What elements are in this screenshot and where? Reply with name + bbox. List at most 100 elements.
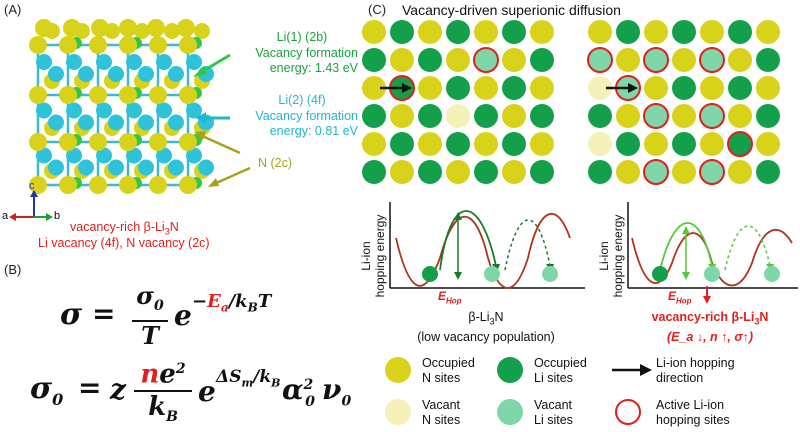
li2-atom bbox=[168, 114, 184, 131]
left-ehop-sub: Hop bbox=[446, 296, 462, 306]
active-vacant-li-site bbox=[473, 47, 499, 73]
legend-arrow-head bbox=[640, 364, 652, 376]
li-site bbox=[362, 160, 386, 184]
left-ehop-label: EHop bbox=[438, 289, 462, 305]
eq2-m: m bbox=[241, 376, 254, 390]
n-site bbox=[756, 132, 780, 156]
right-hop-arrow-solid bbox=[659, 222, 713, 271]
eq1-equals: = bbox=[92, 297, 116, 330]
n-site-label: N (2c) bbox=[258, 156, 293, 170]
n-atom bbox=[119, 86, 137, 104]
right-ehop-label: EHop bbox=[668, 289, 692, 305]
right-occupied-li bbox=[652, 266, 668, 282]
n-atom bbox=[149, 133, 167, 151]
right-caption-n: N bbox=[759, 310, 769, 324]
n-site bbox=[700, 76, 724, 100]
eq2-slashkB: /k bbox=[253, 367, 272, 387]
li2-atom bbox=[96, 147, 112, 164]
li-site bbox=[756, 160, 780, 184]
eq2-sigma0: σ0 bbox=[30, 371, 63, 409]
right-vacant-li-2 bbox=[764, 266, 780, 282]
n-atom bbox=[119, 19, 137, 37]
active-vacant-li-site bbox=[699, 103, 725, 129]
n-site bbox=[502, 48, 526, 72]
n-atom bbox=[59, 86, 77, 104]
right-ehop-e: E bbox=[668, 289, 677, 303]
n-site bbox=[418, 20, 442, 44]
right-ylabel-line1: Li-ion bbox=[597, 241, 611, 271]
li2-atom bbox=[78, 114, 94, 131]
n-site bbox=[362, 132, 386, 156]
panel-c-title: Vacancy-driven superionic diffusion bbox=[402, 2, 621, 18]
li2-atom bbox=[186, 54, 202, 70]
n-site bbox=[362, 20, 386, 44]
left-energy-curve bbox=[395, 212, 571, 289]
vacant-n-site bbox=[588, 76, 612, 100]
li2-atom bbox=[156, 54, 172, 70]
li2-atom bbox=[36, 147, 52, 164]
active-li-site bbox=[727, 131, 753, 157]
li-site bbox=[390, 132, 414, 156]
li-site bbox=[728, 76, 752, 100]
li2-atom bbox=[78, 159, 94, 176]
n-site bbox=[672, 160, 696, 184]
n-atom bbox=[149, 36, 167, 54]
panel-a-label: (A) bbox=[4, 2, 22, 17]
n-atom bbox=[119, 176, 137, 194]
eq1-e: e bbox=[174, 299, 192, 332]
li-site bbox=[616, 132, 640, 156]
hop-arrow-head bbox=[628, 83, 638, 93]
li1-energy-block: Vacancy formation energy: 1.43 eV bbox=[208, 46, 358, 76]
li-site bbox=[588, 160, 612, 184]
legend-vac-n-2: N sites bbox=[422, 413, 461, 427]
li2-atom bbox=[138, 114, 154, 131]
li2-atom bbox=[66, 147, 82, 164]
legend-vacant-li-symbol bbox=[497, 399, 523, 425]
legend-occupied-li-symbol bbox=[497, 357, 523, 383]
crystal-caption-line1: vacancy-rich β-Li3N bbox=[70, 220, 179, 240]
li2-atom bbox=[168, 66, 184, 82]
eq1-B: B bbox=[247, 300, 258, 315]
n-site bbox=[644, 132, 668, 156]
n-site bbox=[700, 132, 724, 156]
active-vacant-li-site bbox=[643, 103, 669, 129]
eq2-exponent: ΔSm/kB bbox=[216, 367, 280, 389]
left-caption-line2: (low vacancy population) bbox=[417, 329, 555, 344]
n-site bbox=[446, 160, 470, 184]
left-vacant-li-1 bbox=[484, 266, 500, 282]
n-atom bbox=[179, 133, 197, 151]
active-vacant-li-site bbox=[643, 159, 669, 185]
li2-atom bbox=[96, 54, 112, 70]
prefactor-equation: σ0 = z ne2 kB e ΔSm/kB α20 ν0 bbox=[30, 355, 351, 425]
n-atom bbox=[59, 36, 77, 54]
n-site bbox=[728, 48, 752, 72]
li-site bbox=[530, 48, 554, 72]
right-caption-sub: 3 bbox=[754, 316, 760, 327]
left-hop-arrow-dashed bbox=[504, 219, 551, 271]
right-caption-line1: vacancy-rich β-Li3N bbox=[630, 310, 790, 330]
legend-arrow-1: Li-ion hopping bbox=[656, 356, 735, 370]
li-site bbox=[446, 76, 470, 100]
eq2-B2: B bbox=[271, 376, 281, 390]
li-site bbox=[418, 48, 442, 72]
li-site bbox=[390, 20, 414, 44]
n-atom bbox=[89, 133, 107, 151]
li2-atom bbox=[78, 66, 94, 82]
n-site bbox=[474, 76, 498, 100]
vacant-n-site bbox=[446, 104, 470, 128]
eq1-sigma: σ bbox=[60, 297, 83, 332]
li1-label-block: Li(1) (2b) bbox=[242, 30, 362, 45]
axis-b-label: b bbox=[54, 210, 61, 222]
eq2-sub0: 0 bbox=[52, 390, 64, 409]
right-caption-text: vacancy-rich β-Li bbox=[651, 310, 755, 324]
eq2-sigma: σ bbox=[30, 371, 53, 406]
li2-atom bbox=[36, 102, 52, 119]
eq2-dS: ΔS bbox=[216, 367, 242, 387]
li2-atom bbox=[36, 54, 52, 70]
right-ylabel: Li-ion hopping energy bbox=[597, 211, 625, 301]
n-site bbox=[756, 76, 780, 100]
active-vacant-li-site bbox=[699, 47, 725, 73]
li-site bbox=[616, 20, 640, 44]
